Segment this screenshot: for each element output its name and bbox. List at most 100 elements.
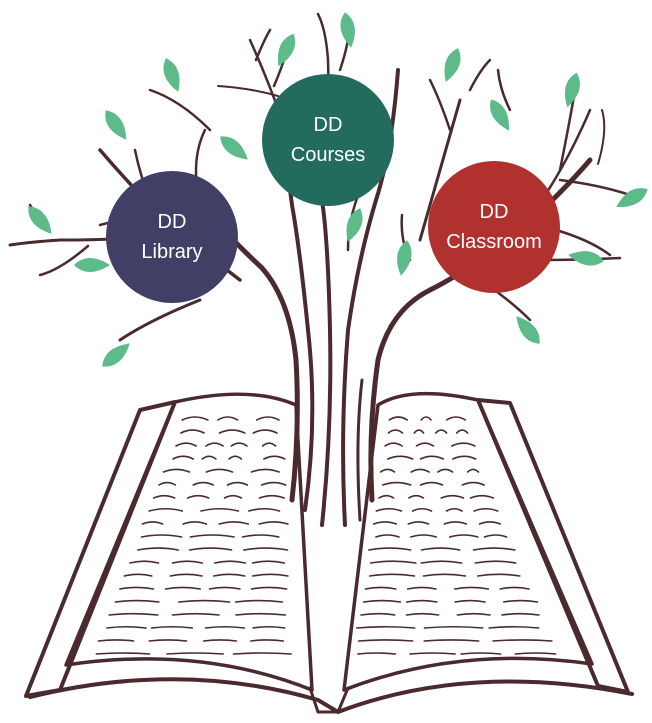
page-text-line (231, 443, 247, 446)
page-text-line (407, 601, 437, 602)
page-text-line (376, 535, 399, 537)
page-text-line (424, 640, 479, 641)
page-text-line (253, 574, 288, 576)
page-text-line (411, 535, 436, 537)
page-text-line (365, 587, 395, 589)
page-text-line (502, 614, 539, 615)
page-text-line (173, 456, 193, 459)
page-text-line (170, 574, 202, 576)
leaf-icon (338, 11, 358, 49)
leaf-icon (567, 248, 605, 268)
page-text-line (408, 587, 436, 589)
page-text-line (183, 522, 206, 524)
page-text-line (206, 443, 223, 446)
page-text-line (385, 443, 402, 446)
page-text-line (475, 561, 515, 563)
page-text-line (166, 587, 201, 589)
page-text-line (120, 587, 153, 589)
page-text-line (179, 601, 230, 602)
page-text-line (138, 548, 179, 550)
page-text-line (411, 469, 429, 472)
page-text-line (388, 456, 413, 459)
page-text-line (251, 469, 279, 472)
page-text-line (409, 496, 424, 498)
page-text-line (359, 640, 413, 641)
page-text-line (422, 548, 460, 550)
page-text-line (181, 430, 204, 433)
page-text-line (142, 535, 182, 537)
page-text-line (515, 653, 555, 654)
page-text-line (379, 496, 394, 498)
page-text-line (215, 561, 246, 563)
page-text-line (468, 469, 479, 472)
page-text-line (493, 640, 552, 641)
page-text-line (453, 456, 476, 459)
page-text-line (421, 417, 431, 420)
page-text-line (225, 496, 242, 498)
page-text-line (500, 587, 529, 589)
page-text-line (152, 627, 193, 628)
page-text-line (376, 509, 401, 511)
page-text-line (450, 535, 478, 537)
leaf-icon (23, 202, 57, 239)
page-text-line (441, 496, 463, 498)
page-text-line (357, 627, 415, 628)
page-text-line (389, 417, 407, 420)
leaf-icon (272, 31, 300, 70)
page-text-line (455, 601, 485, 602)
page-text-line (173, 561, 203, 563)
page-text-line (253, 627, 285, 628)
leaf-icon (216, 131, 253, 165)
page-text-line (388, 430, 402, 433)
page-text-line (461, 653, 501, 654)
page-text-line (249, 509, 280, 511)
page-text-line (485, 535, 507, 537)
page-text-line (369, 548, 411, 550)
page-text-line (124, 574, 152, 576)
page-text-line (471, 496, 494, 498)
page-text-line (193, 483, 213, 485)
page-text-line (214, 574, 245, 576)
courses-line2: Courses (291, 140, 365, 170)
leaf-icon (439, 46, 464, 85)
page-text-line (262, 483, 286, 485)
page-text-line (447, 417, 466, 420)
page-text-line (444, 522, 466, 524)
page-text-line (182, 417, 208, 420)
dd-library-node[interactable]: DD Library (106, 171, 238, 303)
page-text-line (252, 587, 287, 589)
page-text-line (109, 614, 158, 615)
page-text-line (167, 653, 223, 654)
leaf-icon (485, 96, 515, 134)
page-text-line (421, 456, 444, 459)
page-text-line (164, 469, 190, 472)
page-text-line (457, 614, 490, 615)
page-text-line (149, 640, 186, 641)
page-text-line (455, 587, 489, 589)
page-text-line (381, 469, 395, 472)
page-text-line (264, 456, 285, 459)
leaf-icon (159, 56, 184, 95)
page-text-line (370, 574, 415, 576)
page-text-line (410, 653, 455, 654)
page-text-line (478, 574, 520, 576)
page-text-line (257, 417, 279, 420)
page-text-line (263, 443, 276, 446)
page-text-line (436, 430, 447, 433)
page-text-line (206, 627, 245, 628)
library-line2: Library (141, 237, 202, 267)
page-text-line (220, 430, 245, 433)
dd-classroom-node[interactable]: DD Classroom (428, 161, 560, 293)
page-text-line (202, 456, 216, 459)
page-text-line (204, 640, 237, 641)
page-text-line (201, 509, 238, 511)
leaf-icon (613, 183, 651, 213)
classroom-line2: Classroom (446, 227, 542, 257)
dd-courses-node[interactable]: DD Courses (262, 74, 394, 206)
leaf-icon (394, 239, 414, 277)
library-line1: DD (141, 207, 202, 237)
page-text-line (361, 614, 395, 615)
page-text-line (457, 430, 468, 433)
page-text-line (219, 522, 248, 524)
page-text-line (229, 456, 241, 459)
